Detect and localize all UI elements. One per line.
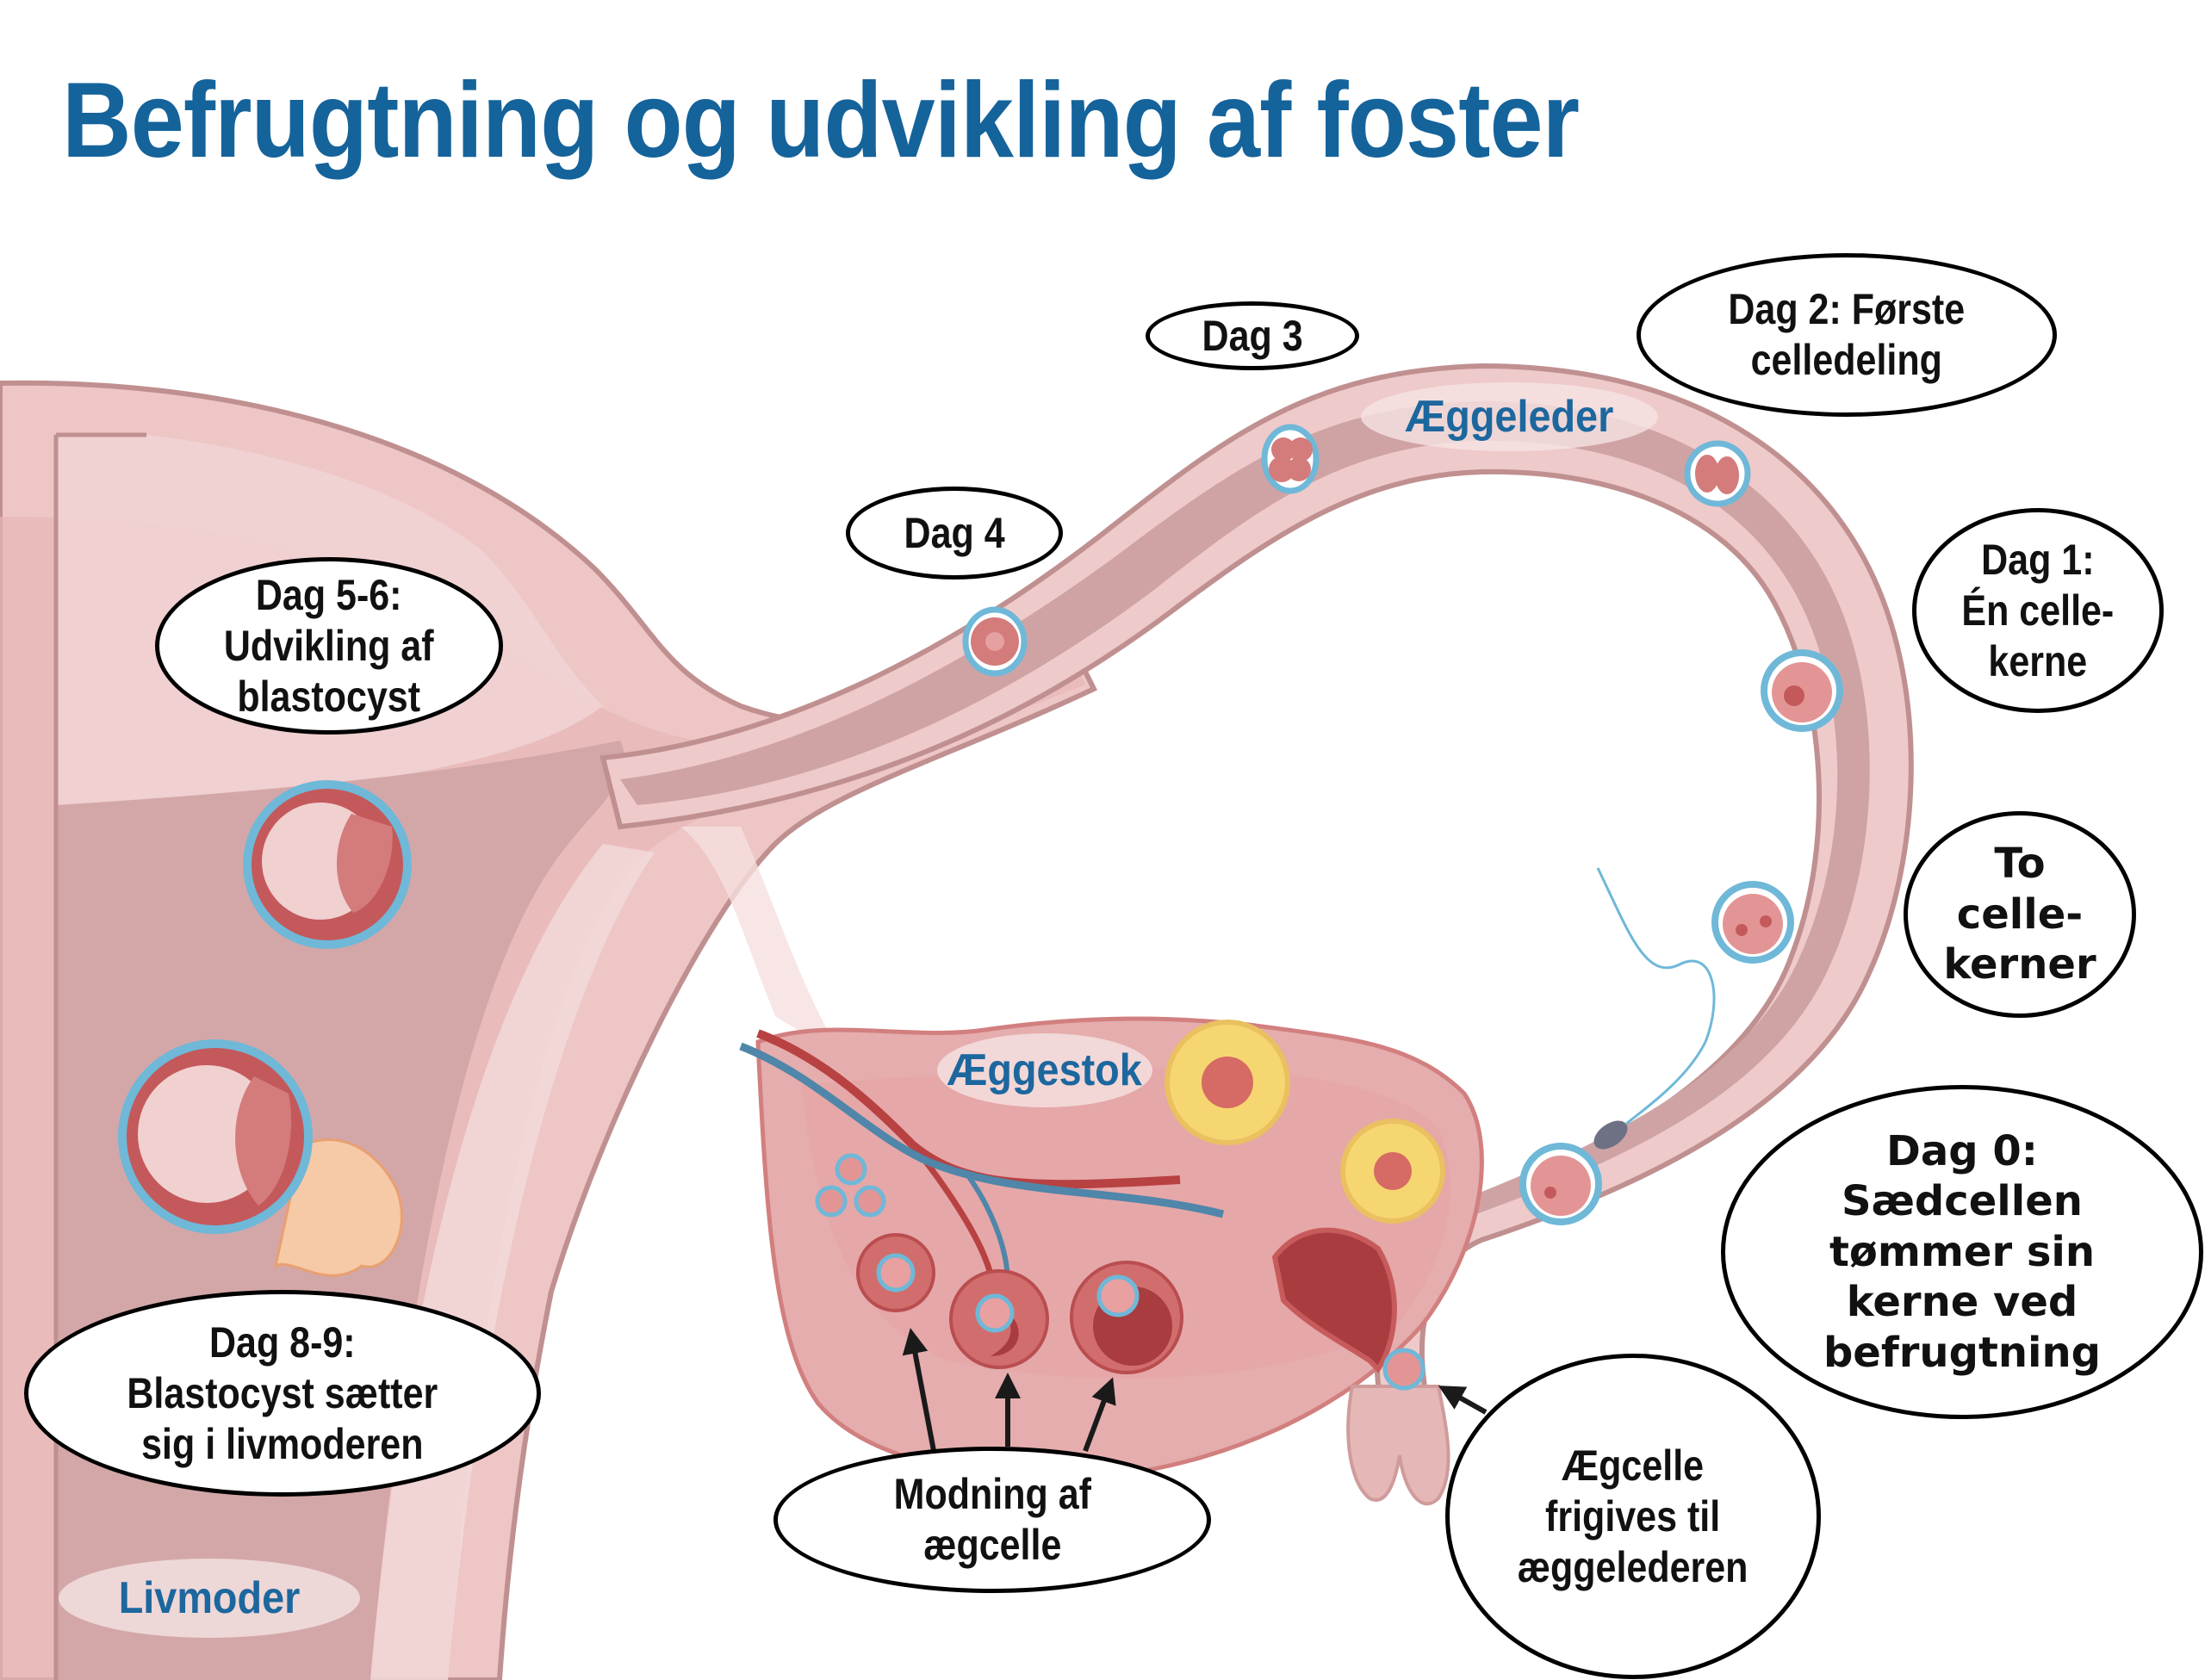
bubble-egg-release: Ægcelle frigives til æggelederen — [1445, 1354, 1821, 1679]
bubble-day3-text: Dag 3 — [1202, 311, 1303, 360]
four-cell-embryo — [1261, 424, 1320, 494]
zygote-two-pronuclei — [1711, 881, 1794, 964]
bubble-day4: Dag 4 — [846, 487, 1063, 580]
arrows — [902, 1328, 1488, 1456]
bubble-day2: Dag 2: Første celledeling — [1637, 253, 2057, 417]
released-egg — [1382, 1348, 1425, 1391]
bubble-day1: Dag 1: Én celle- kerne — [1912, 508, 2164, 713]
bubble-day0: Dag 0: Sædcellen tømmer sin kerne ved be… — [1721, 1085, 2203, 1419]
sperm-head — [1593, 1120, 1628, 1150]
sperm-tail — [1596, 867, 1716, 1125]
page-title: Befrugtning og udvikling af foster — [62, 61, 1580, 180]
bubble-day1-text: Dag 1: Én celle- kerne — [1961, 535, 2115, 685]
bubble-egg-maturation: Modning af ægcelle — [773, 1447, 1211, 1593]
ruptured-follicle — [1271, 1227, 1397, 1373]
bubble-egg-maturation-text: Modning af ægcelle — [893, 1470, 1091, 1569]
bubble-two-pronuclei: To celle- kerner — [1904, 811, 2136, 1018]
arrow-to-released-egg — [1438, 1386, 1488, 1415]
label-uterus-text: Livmoder — [118, 1573, 301, 1623]
bubble-day4-text: Dag 4 — [904, 508, 1005, 557]
label-ovary-text: Æggestok — [947, 1045, 1143, 1095]
follicle-secondary — [949, 1269, 1049, 1369]
bubble-day5-6-text: Dag 5-6: Udvikling af blastocyst — [224, 570, 434, 721]
two-cell-embryo — [1684, 440, 1751, 507]
ovarian-ligament — [680, 827, 844, 1059]
corpus-luteum-small — [1340, 1119, 1445, 1224]
fimbriae — [1346, 1385, 1450, 1506]
bubble-day2-text: Dag 2: Første celledeling — [1728, 285, 1966, 384]
ovary — [680, 827, 1484, 1506]
blastocyst — [243, 780, 412, 949]
follicle-primary — [856, 1233, 935, 1312]
endometrium-cells — [273, 1138, 403, 1277]
label-ovary: Æggestok — [937, 1033, 1152, 1107]
primordial-follicles — [815, 1153, 886, 1218]
bubble-day3: Dag 3 — [1146, 301, 1359, 370]
implanting-blastocyst — [118, 1039, 403, 1277]
morula — [962, 606, 1028, 677]
label-fallopian-tube-text: Æggeleder — [1405, 392, 1614, 442]
follicle-tertiary — [1070, 1261, 1183, 1374]
uterus-inner-edge — [53, 432, 146, 1680]
bubble-two-pronuclei-text: To celle- kerner — [1943, 840, 2096, 989]
bubble-day5-6: Dag 5-6: Udvikling af blastocyst — [155, 557, 503, 735]
bubble-day8-9: Dag 8-9: Blastocyst sætter sig i livmode… — [24, 1290, 541, 1497]
label-uterus: Livmoder — [59, 1559, 360, 1638]
arrow-to-tertiary-follicle — [1083, 1377, 1116, 1453]
bubble-day0-text: Dag 0: Sædcellen tømmer sin kerne ved be… — [1823, 1126, 2102, 1377]
corpus-luteum-large — [1165, 1020, 1290, 1145]
egg-with-sperm — [1519, 867, 1716, 1225]
label-fallopian-tube: Æggeleder — [1361, 382, 1658, 451]
arrow-to-primary-follicle — [902, 1328, 937, 1456]
vein — [739, 1042, 1225, 1218]
zygote-one-nucleus — [1761, 649, 1843, 732]
bubble-egg-release-text: Ægcelle frigives til æggelederen — [1518, 1441, 1748, 1591]
bubble-day8-9-text: Dag 8-9: Blastocyst sætter sig i livmode… — [127, 1317, 438, 1468]
